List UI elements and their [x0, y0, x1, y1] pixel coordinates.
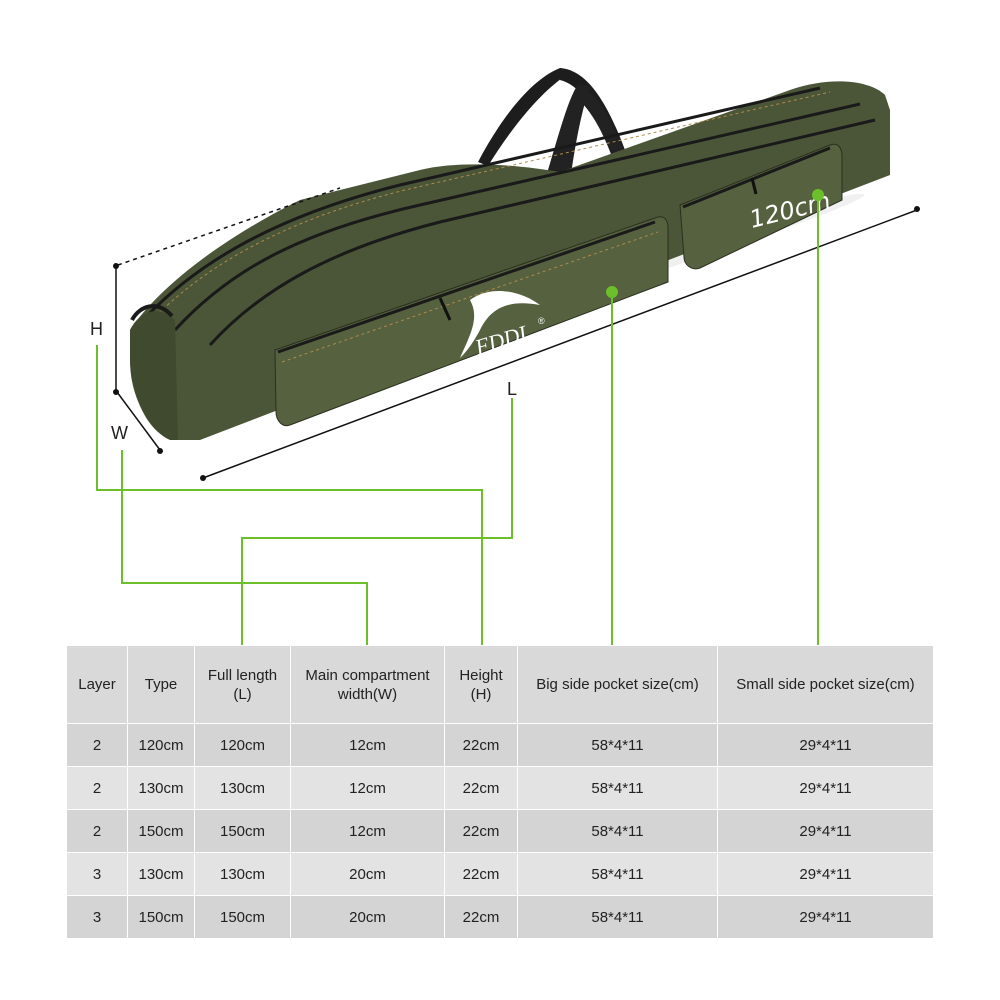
table-row: 3 130cm 130cm 20cm 22cm 58*4*11 29*4*11: [66, 852, 934, 896]
header-small-side-pocket: Small side pocket size(cm): [717, 645, 934, 724]
cell-full-length: 130cm: [194, 852, 291, 896]
leader-lines: [96, 195, 819, 645]
cell-layer: 2: [66, 809, 128, 853]
cell-small-pocket: 29*4*11: [717, 766, 934, 810]
big-side-pocket: [274, 216, 669, 427]
cell-height: 22cm: [444, 852, 518, 896]
leader-dots: [606, 189, 824, 298]
table-row: 3 150cm 150cm 20cm 22cm 58*4*11 29*4*11: [66, 895, 934, 939]
dimension-endpoints: [113, 206, 920, 481]
table-row: 2 150cm 150cm 12cm 22cm 58*4*11 29*4*11: [66, 809, 934, 853]
header-type: Type: [127, 645, 195, 724]
logo-mark: ®: [538, 316, 545, 326]
cell-type: 130cm: [127, 852, 195, 896]
cell-big-pocket: 58*4*11: [517, 895, 718, 939]
height-label: H: [90, 319, 103, 339]
cell-type: 150cm: [127, 895, 195, 939]
cell-layer: 3: [66, 895, 128, 939]
cell-layer: 2: [66, 723, 128, 767]
cell-main-width: 12cm: [290, 766, 445, 810]
cell-main-width: 20cm: [290, 852, 445, 896]
cell-big-pocket: 58*4*11: [517, 766, 718, 810]
table-row: 2 120cm 120cm 12cm 22cm 58*4*11 29*4*11: [66, 723, 934, 767]
header-layer: Layer: [66, 645, 128, 724]
size-spec-table: Layer Type Full length(L) Main compartme…: [66, 645, 934, 939]
cell-full-length: 150cm: [194, 895, 291, 939]
fishing-rod-bag-illustration: FDDL ® 120cm: [96, 68, 920, 645]
cell-height: 22cm: [444, 723, 518, 767]
header-full-length: Full length(L): [194, 645, 291, 724]
cell-full-length: 150cm: [194, 809, 291, 853]
cell-height: 22cm: [444, 809, 518, 853]
cell-height: 22cm: [444, 766, 518, 810]
cell-type: 150cm: [127, 809, 195, 853]
header-height: Height(H): [444, 645, 518, 724]
table-header-row: Layer Type Full length(L) Main compartme…: [66, 645, 934, 724]
width-label: W: [111, 423, 128, 443]
cell-layer: 2: [66, 766, 128, 810]
cell-big-pocket: 58*4*11: [517, 809, 718, 853]
cell-main-width: 12cm: [290, 809, 445, 853]
cell-full-length: 130cm: [194, 766, 291, 810]
cell-small-pocket: 29*4*11: [717, 809, 934, 853]
length-label: L: [507, 379, 518, 399]
header-big-side-pocket: Big side pocket size(cm): [517, 645, 718, 724]
cell-height: 22cm: [444, 895, 518, 939]
cell-big-pocket: 58*4*11: [517, 852, 718, 896]
cell-small-pocket: 29*4*11: [717, 723, 934, 767]
cell-main-width: 12cm: [290, 723, 445, 767]
cell-main-width: 20cm: [290, 895, 445, 939]
cell-type: 130cm: [127, 766, 195, 810]
table-row: 2 130cm 130cm 12cm 22cm 58*4*11 29*4*11: [66, 766, 934, 810]
cell-type: 120cm: [127, 723, 195, 767]
dimension-guides: [115, 187, 918, 479]
small-side-pocket: [679, 143, 843, 270]
cell-full-length: 120cm: [194, 723, 291, 767]
cell-big-pocket: 58*4*11: [517, 723, 718, 767]
cell-layer: 3: [66, 852, 128, 896]
cell-small-pocket: 29*4*11: [717, 895, 934, 939]
cell-small-pocket: 29*4*11: [717, 852, 934, 896]
